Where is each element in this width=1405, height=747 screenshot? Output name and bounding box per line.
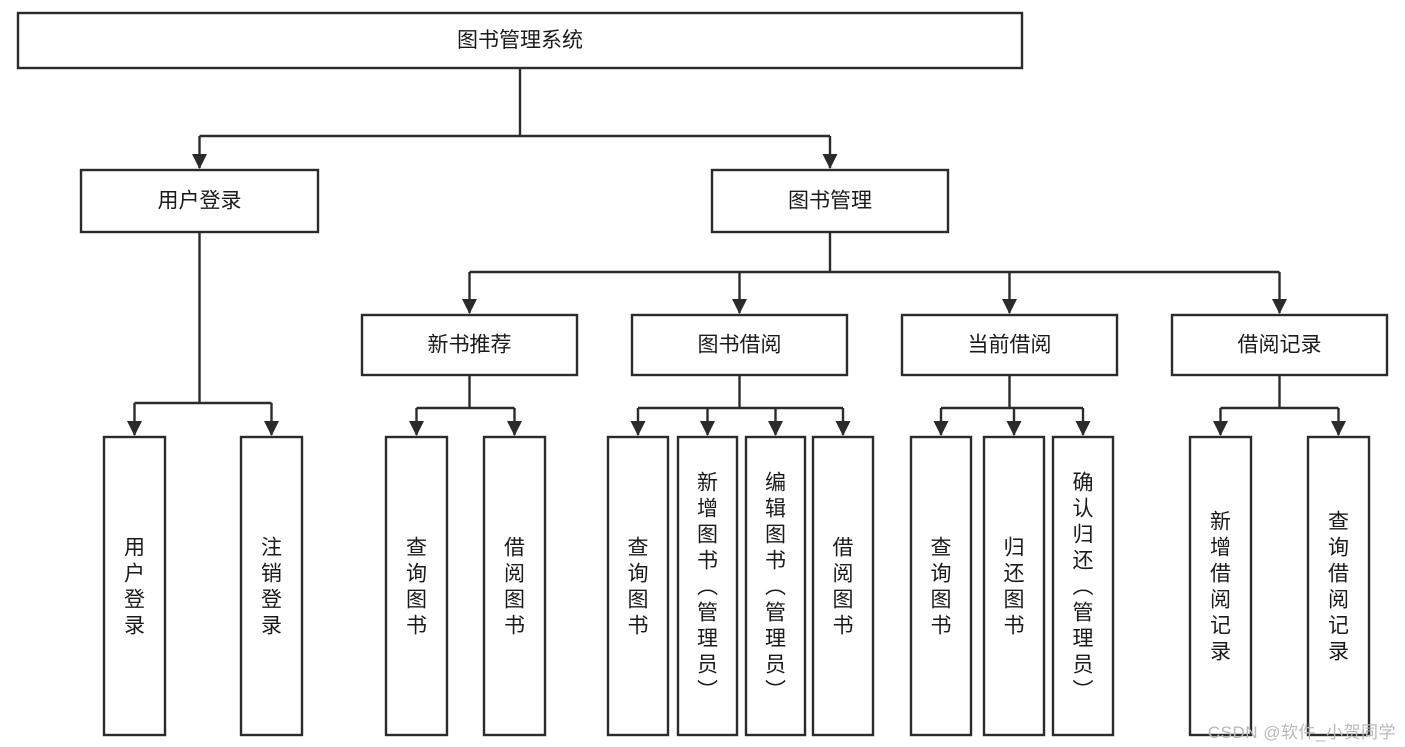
level3-box [900,313,1119,377]
level3-box [360,313,579,377]
arrow-head-icon [768,421,783,436]
level3-label: 新书推荐 [428,334,512,357]
arrow-head-icon [822,154,838,169]
leaf-box [676,435,739,737]
arrow-head-icon [462,299,477,314]
level2-node[interactable]: 图书管理 [710,168,950,234]
leaf-node[interactable]: 新增借阅记录 [1188,435,1253,737]
leaf-node[interactable]: 查询图书 [384,435,449,737]
leaf-node[interactable]: 用户登录 [102,435,167,737]
level3-label: 借阅记录 [1238,334,1322,357]
level3-label: 图书借阅 [698,334,782,357]
leaf-node[interactable]: 借阅图书 [482,435,547,737]
leaf-label: 查询图书 [931,536,952,637]
arrow-head-icon [192,154,207,169]
leaf-node[interactable]: 归还图书 [982,435,1046,737]
arrow-head-icon [1002,299,1017,314]
leaf-label: 新增借阅记录 [1210,510,1231,663]
level2-label: 用户登录 [158,190,242,213]
leaf-label: 查询图书 [628,536,649,637]
leaf-node[interactable]: 确认归还︵管理员︶ [1051,435,1115,737]
leaf-box [239,435,304,737]
arrow-head-icon [1006,421,1022,436]
arrow-head-icon [630,421,646,436]
leaf-node[interactable]: 查询借阅记录 [1306,435,1371,737]
arrow-head-icon [1213,421,1228,436]
leaf-node[interactable]: 注销登录 [239,435,304,737]
root-box [16,11,1024,70]
leaf-box [909,435,973,737]
leaf-label: 查询借阅记录 [1328,510,1349,663]
leaf-box [606,435,670,737]
leaf-box [982,435,1046,737]
arrow-head-icon [1272,299,1287,314]
arrow-head-icon [507,421,522,436]
leaf-label: 注销登录 [261,536,282,637]
level3-box [1170,313,1389,377]
leaf-box [482,435,547,737]
arrow-head-icon [409,421,424,436]
root-label: 图书管理系统 [457,29,583,52]
leaf-label: 借阅图书 [833,536,854,637]
level2-node[interactable]: 用户登录 [79,168,320,234]
leaf-box [1306,435,1371,737]
leaf-label: 查询图书 [406,536,427,637]
arrow-head-icon [127,421,142,436]
leaf-node[interactable]: 查询图书 [606,435,670,737]
leaf-node[interactable]: 查询图书 [909,435,973,737]
arrow-head-icon [933,421,949,436]
leaf-label: 编辑图书︵管理员︶ [765,471,786,702]
arrow-head-icon [1075,421,1091,436]
connectors-layer [127,68,1346,436]
level3-label: 当前借阅 [968,334,1052,357]
level2-box [79,168,320,234]
level3-box [630,313,849,377]
leaf-box [744,435,807,737]
leaf-box [811,435,875,737]
leaf-node[interactable]: 借阅图书 [811,435,875,737]
watermark-text: CSDN @软件_小贺同学 [1207,723,1396,742]
arrow-head-icon [700,421,715,436]
leaf-label: 新增图书︵管理员︶ [697,471,718,702]
leaf-box [102,435,167,737]
leaf-box [1188,435,1253,737]
leaf-label: 确认归还︵管理员︶ [1073,471,1094,702]
level2-label: 图书管理 [788,190,872,213]
arrow-head-icon [835,421,851,436]
leaf-node[interactable]: 新增图书︵管理员︶ [676,435,739,737]
level3-node[interactable]: 新书推荐 [360,313,579,377]
leaf-node[interactable]: 编辑图书︵管理员︶ [744,435,807,737]
leaf-label: 借阅图书 [504,536,525,637]
leaf-label: 归还图书 [1004,536,1025,637]
arrow-head-icon [264,421,279,436]
level2-box [710,168,950,234]
arrow-head-icon [1331,421,1346,436]
level3-node[interactable]: 借阅记录 [1170,313,1389,377]
level3-node[interactable]: 当前借阅 [900,313,1119,377]
leaf-box [1051,435,1115,737]
leaf-box [384,435,449,737]
arrow-head-icon [732,299,747,314]
level3-node[interactable]: 图书借阅 [630,313,849,377]
nodes-layer: 图书管理系统用户登录图书管理新书推荐图书借阅当前借阅借阅记录用户登录注销登录查询… [16,11,1389,737]
leaf-label: 用户登录 [124,536,145,637]
root-node[interactable]: 图书管理系统 [16,11,1024,70]
